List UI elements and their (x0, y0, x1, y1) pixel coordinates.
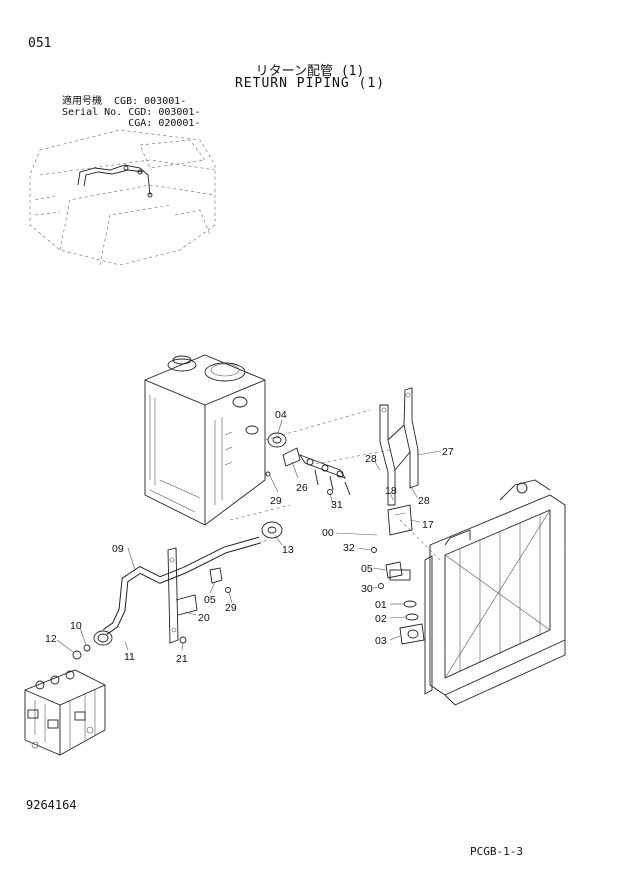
serial-line-3: CGA: 020001- (62, 118, 201, 129)
callout-13: 13 (282, 544, 294, 556)
bracket-27 (379, 387, 419, 506)
callout-20: 20 (198, 612, 210, 624)
bracket-20 (167, 547, 198, 644)
callout-05-upper: 05 (361, 563, 373, 575)
callout-02: 02 (375, 613, 387, 625)
callout-29-lower: 29 (225, 602, 237, 614)
document-number: 9264164 (26, 798, 77, 812)
callout-28-lower: 28 (418, 495, 430, 507)
callout-05-lower: 05 (204, 594, 216, 606)
callout-27: 27 (442, 446, 454, 458)
callout-leaders (56, 419, 441, 653)
callout-04: 04 (275, 409, 287, 421)
serial-line-2: Serial No. CGD: 003001- (62, 107, 201, 118)
callout-09: 09 (112, 543, 124, 555)
callout-18: 18 (385, 485, 397, 497)
callout-00: 00 (322, 527, 334, 539)
serial-line-1: 適用号機 CGB: 003001- (62, 96, 187, 107)
callout-03: 03 (375, 635, 387, 647)
oil-cooler-radiator (424, 479, 566, 706)
callout-28-upper: 28 (365, 453, 377, 465)
callout-01: 01 (375, 599, 387, 611)
callout-32: 32 (343, 542, 355, 554)
clamp-05-lower (209, 567, 231, 593)
callout-26: 26 (296, 482, 308, 494)
bracket-17 (387, 504, 413, 536)
clamp-05-upper (371, 547, 403, 589)
pipe-clamps (261, 432, 333, 539)
suction-return-pipe-09 (72, 536, 261, 660)
title-japanese: リターン配管 (1) (255, 64, 365, 79)
callout-17: 17 (422, 519, 434, 531)
callout-labels: 04 26 29 28 27 18 28 31 17 00 13 09 32 0… (45, 409, 454, 665)
callout-11: 11 (124, 651, 135, 663)
page-number: 051 (28, 36, 52, 51)
callout-21: 21 (176, 653, 188, 665)
hydraulic-tank (144, 354, 266, 526)
callout-30: 30 (361, 583, 373, 595)
callout-29-upper: 29 (270, 495, 282, 507)
return-pipe-assembly (284, 453, 411, 601)
machine-overview-sketch (29, 129, 216, 266)
reference-code: PCGB-1-3 (470, 845, 523, 858)
control-valve (24, 669, 106, 756)
callout-10: 10 (70, 620, 82, 632)
callout-12: 12 (45, 633, 57, 645)
title-english: RETURN PIPING (1) (234, 76, 386, 91)
callout-31: 31 (331, 499, 343, 511)
fittings-01-02-03 (399, 600, 425, 645)
